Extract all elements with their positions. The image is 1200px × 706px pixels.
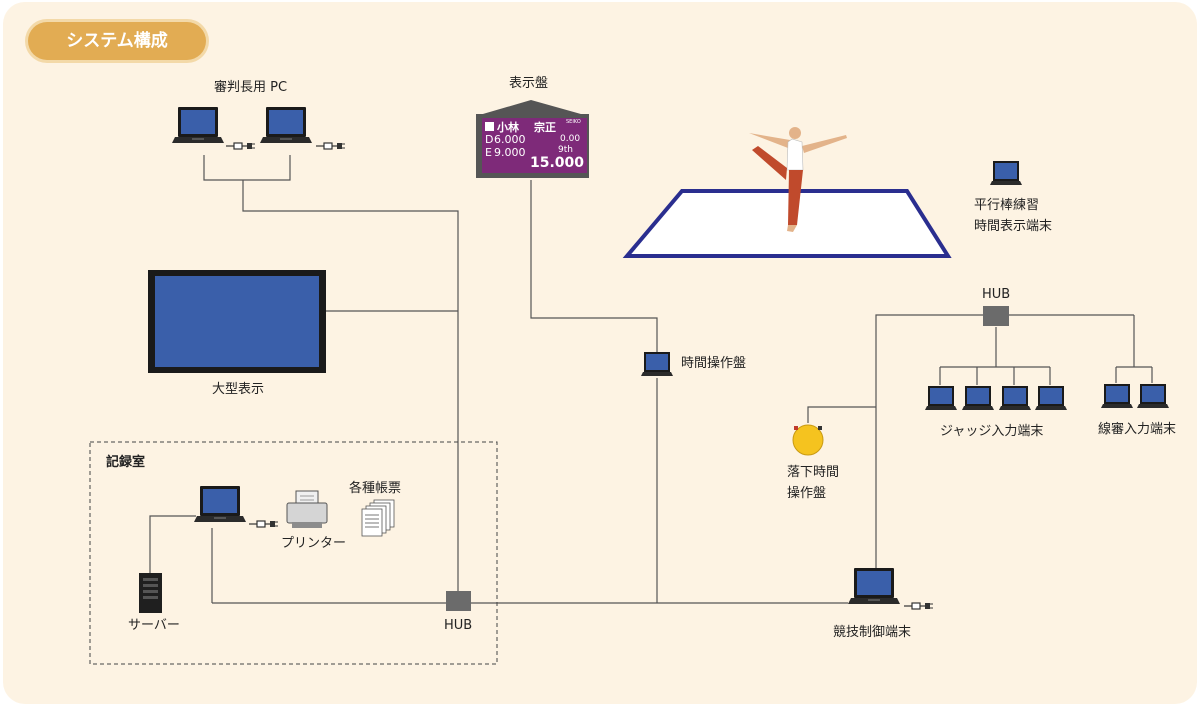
scoreboard-name-given: 宗正 [534, 121, 556, 134]
fall-timer-label-line2: 操作盤 [787, 486, 827, 501]
gymnast-figure [749, 127, 847, 232]
fall-timer-label-line1: 落下時間 [787, 465, 840, 480]
printer-icon [286, 490, 328, 528]
reports-label: 各種帳票 [349, 481, 402, 496]
parallel-bars-terminal-pc [990, 161, 1022, 185]
time-panel-pc [641, 352, 673, 376]
record-room-box [89, 441, 498, 665]
judge-pc-laptop-2 [260, 107, 312, 143]
large-display-label: 大型表示 [212, 382, 265, 397]
server-icon [139, 573, 162, 613]
parallel-bars-label-line2: 時間表示端末 [974, 219, 1053, 234]
record-room-label: 記録室 [106, 455, 146, 470]
scoreboard-penalty: 0.00 [560, 134, 581, 144]
network-lines [149, 155, 1153, 604]
judge-terminal-4 [1035, 386, 1067, 410]
judge-terminal-3 [999, 386, 1031, 410]
server-label: サーバー [128, 618, 180, 633]
large-display-icon [148, 270, 326, 373]
judge-terminal-2 [962, 386, 994, 410]
judge-pc-label: 審判長用 PC [214, 80, 288, 95]
floor-mat [622, 189, 952, 258]
fall-timer-button-icon [792, 424, 824, 456]
line-judge-terminal-1 [1101, 384, 1133, 408]
scoreboard-name-family: 小林 [497, 121, 519, 134]
hub-bottom-box [446, 591, 471, 611]
parallel-bars-label-line1: 平行棒練習 [974, 198, 1040, 213]
scoreboard-d-score: 6.000 [494, 133, 526, 146]
scoreboard-total: 15.000 [530, 155, 585, 171]
line-judge-terminal-2 [1137, 384, 1169, 408]
hub-top-label: HUB [982, 287, 1011, 302]
judge-pc-laptop-1 [172, 107, 224, 143]
display-board-label: 表示盤 [509, 76, 549, 91]
hub-top-box [983, 306, 1009, 326]
scoreboard-e-score: 9.000 [494, 146, 526, 159]
printer-label: プリンター [281, 536, 347, 551]
scoreboard-rank: 9th [558, 145, 573, 155]
scoreboard: SEIKO 小林 宗正 D 6.000 0.00 E 9.000 9th 15.… [482, 118, 587, 173]
scoreboard-d-letter: D [485, 133, 494, 146]
reports-icon [361, 499, 395, 537]
scoreboard-brand: SEIKO [566, 119, 581, 125]
judge-terminal-1 [925, 386, 957, 410]
hub-bottom-label: HUB [444, 618, 473, 633]
control-terminal-label: 競技制御端末 [833, 625, 912, 640]
time-panel-label: 時間操作盤 [681, 356, 747, 371]
background-panel [3, 2, 1197, 704]
scoreboard-flag-icon [485, 122, 494, 131]
record-room-laptop [194, 486, 246, 522]
control-terminal-laptop [848, 568, 900, 604]
section-title: システム構成 [28, 22, 206, 60]
line-judge-input-label: 線審入力端末 [1098, 422, 1177, 437]
judge-input-label: ジャッジ入力端末 [940, 424, 1044, 439]
scoreboard-e-letter: E [485, 146, 492, 159]
